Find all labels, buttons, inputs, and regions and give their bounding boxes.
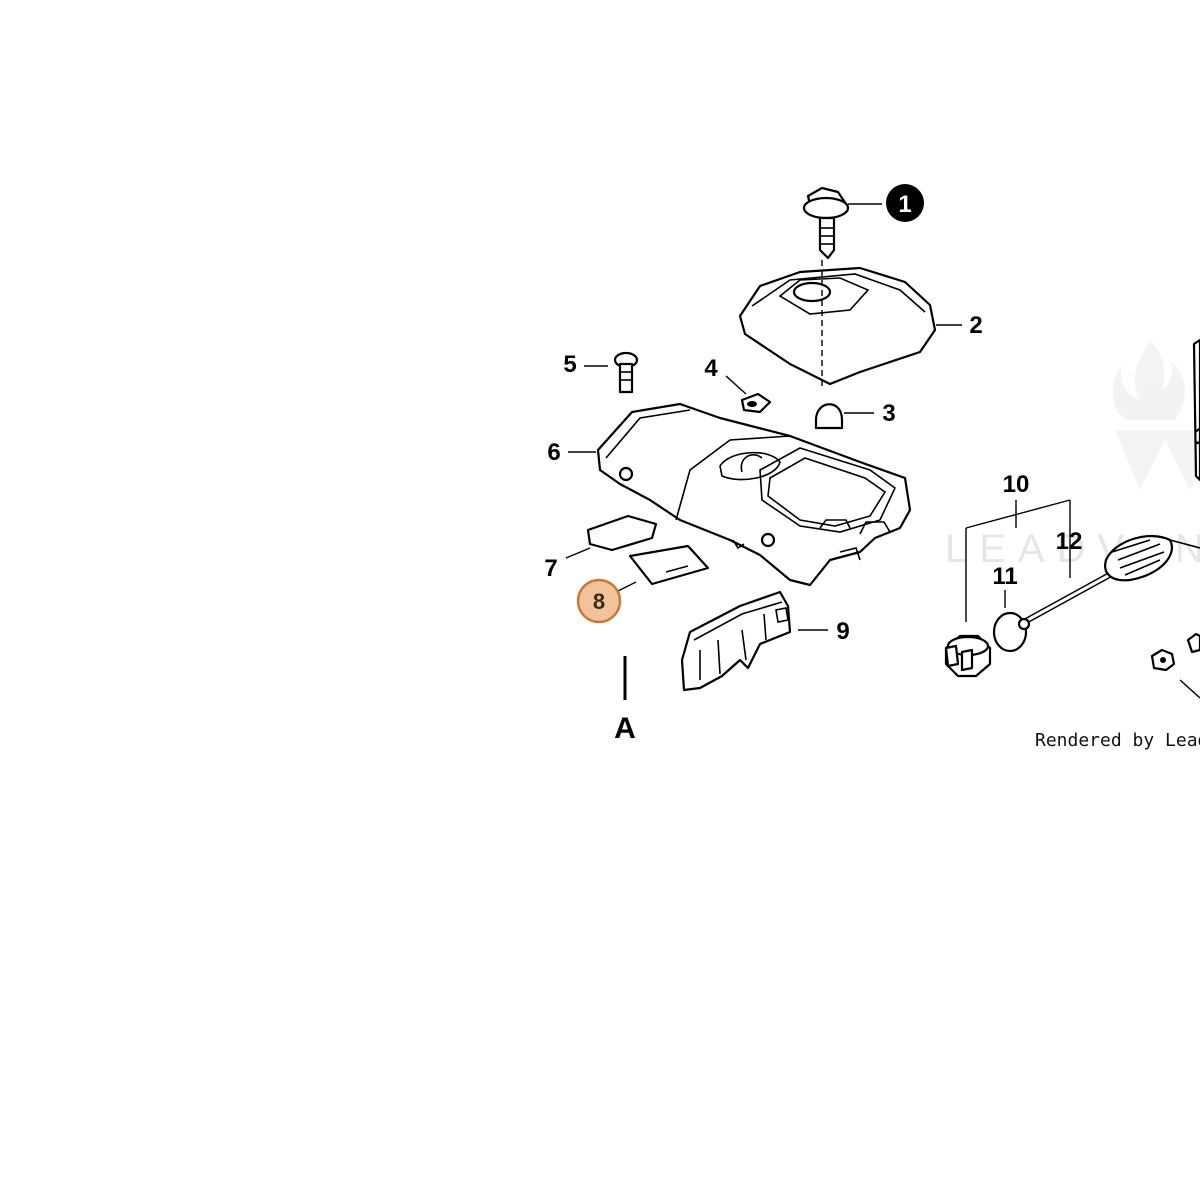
callout-9[interactable]: 9 xyxy=(836,618,849,645)
svg-text:8: 8 xyxy=(593,589,605,614)
part-nut xyxy=(1150,648,1200,699)
callout-12[interactable]: 12 xyxy=(1056,528,1083,555)
part-bolt xyxy=(1186,632,1200,654)
callout-10[interactable]: 10 xyxy=(1003,471,1030,498)
part-4-clip xyxy=(740,392,772,414)
part-6-main-housing xyxy=(596,402,912,587)
callout-5[interactable]: 5 xyxy=(563,351,576,378)
part-9-bracket xyxy=(680,590,792,692)
part-10-cap xyxy=(944,634,992,678)
callout-1[interactable]: 1 xyxy=(886,184,924,222)
callout-bracket-10-12 xyxy=(965,499,1071,622)
section-marker-a: A xyxy=(614,712,636,745)
callout-8-highlighted[interactable]: 8 xyxy=(576,578,622,624)
callout-3[interactable]: 3 xyxy=(882,400,895,427)
watermark-logo xyxy=(1112,340,1200,490)
svg-text:1: 1 xyxy=(898,191,911,218)
callout-4[interactable]: 4 xyxy=(704,355,718,382)
part-8-filter-plate xyxy=(628,544,710,586)
part-1-knob-screw xyxy=(802,186,850,260)
part-10-far-right xyxy=(1192,338,1200,482)
part-7-gasket xyxy=(586,514,658,552)
part-12-pickup-filter xyxy=(1017,535,1200,631)
callout-10-right[interactable]: 10 xyxy=(1194,423,1200,450)
part-2-top-cover xyxy=(738,266,937,386)
part-11-o-ring xyxy=(992,611,1028,653)
callout-11[interactable]: 11 xyxy=(992,563,1017,590)
footer-credit: Rendered by LeadVe xyxy=(1035,730,1200,751)
callout-2[interactable]: 2 xyxy=(969,312,982,339)
callout-6[interactable]: 6 xyxy=(547,439,560,466)
part-3-seal xyxy=(814,403,844,430)
callout-7[interactable]: 7 xyxy=(544,555,557,582)
part-5-screw xyxy=(613,351,639,394)
